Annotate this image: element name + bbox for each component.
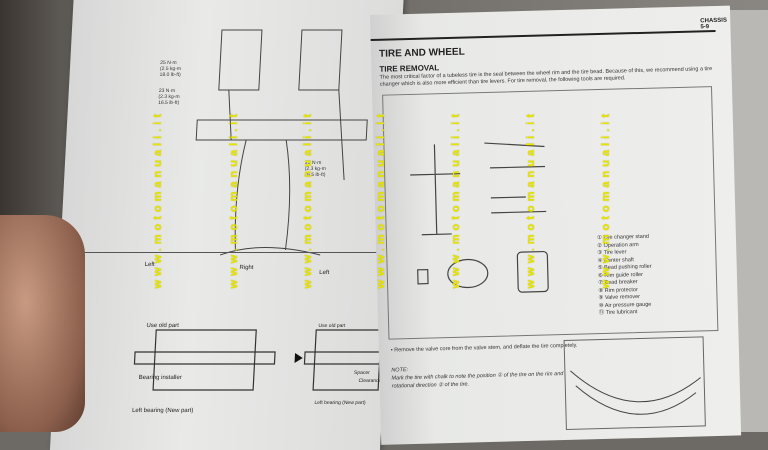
watermark: www.motomanuali.it — [228, 110, 240, 289]
section-title: TIRE AND WHEEL — [378, 46, 465, 60]
hand — [0, 215, 85, 432]
use-old-part-label-2: Use old part — [318, 323, 346, 329]
bearing-installer-label: Bearing installer — [138, 375, 182, 381]
left-arrow-label-2: Left — [319, 270, 330, 276]
tire-marking-figure — [563, 336, 706, 431]
note: NOTE: Mark the tire with chalk to note t… — [391, 362, 582, 391]
left-bearing-label-2: Left bearing (New part) — [314, 400, 366, 406]
right-arrow-label: Right — [239, 265, 254, 271]
right-page: CHASSIS 5-9 TIRE AND WHEEL TIRE REMOVAL … — [370, 5, 742, 445]
watermark: www.motomanuali.it — [302, 110, 314, 289]
instruction-bullet: • Remove the valve core from the valve s… — [390, 342, 578, 354]
tools-illustration — [410, 142, 549, 293]
fork-diagram — [195, 29, 368, 256]
bearing-diagram — [133, 329, 382, 391]
watermark: www.motomanuali.it — [152, 110, 164, 289]
page-header: CHASSIS 5-9 — [700, 17, 728, 31]
spacer-label: Spacer — [353, 370, 370, 376]
watermark: www.motomanuali.it — [375, 110, 387, 289]
section-divider — [60, 252, 391, 253]
header-rule — [370, 29, 716, 41]
clearance-label: Clearance — [358, 378, 382, 384]
use-old-part-label: Use old part — [146, 323, 179, 329]
subsection-title: TIRE REMOVAL — [379, 63, 440, 74]
watermark: www.motomanuali.it — [600, 110, 612, 289]
watermark: www.motomanuali.it — [450, 110, 462, 289]
watermark: www.motomanuali.it — [525, 110, 537, 289]
tools-figure: ① Tire changer stand ② Operation arm ③ T… — [382, 86, 719, 340]
legend-item: ⑪ Tire lubricant — [598, 309, 638, 317]
left-bearing-label: Left bearing (New part) — [131, 408, 194, 414]
